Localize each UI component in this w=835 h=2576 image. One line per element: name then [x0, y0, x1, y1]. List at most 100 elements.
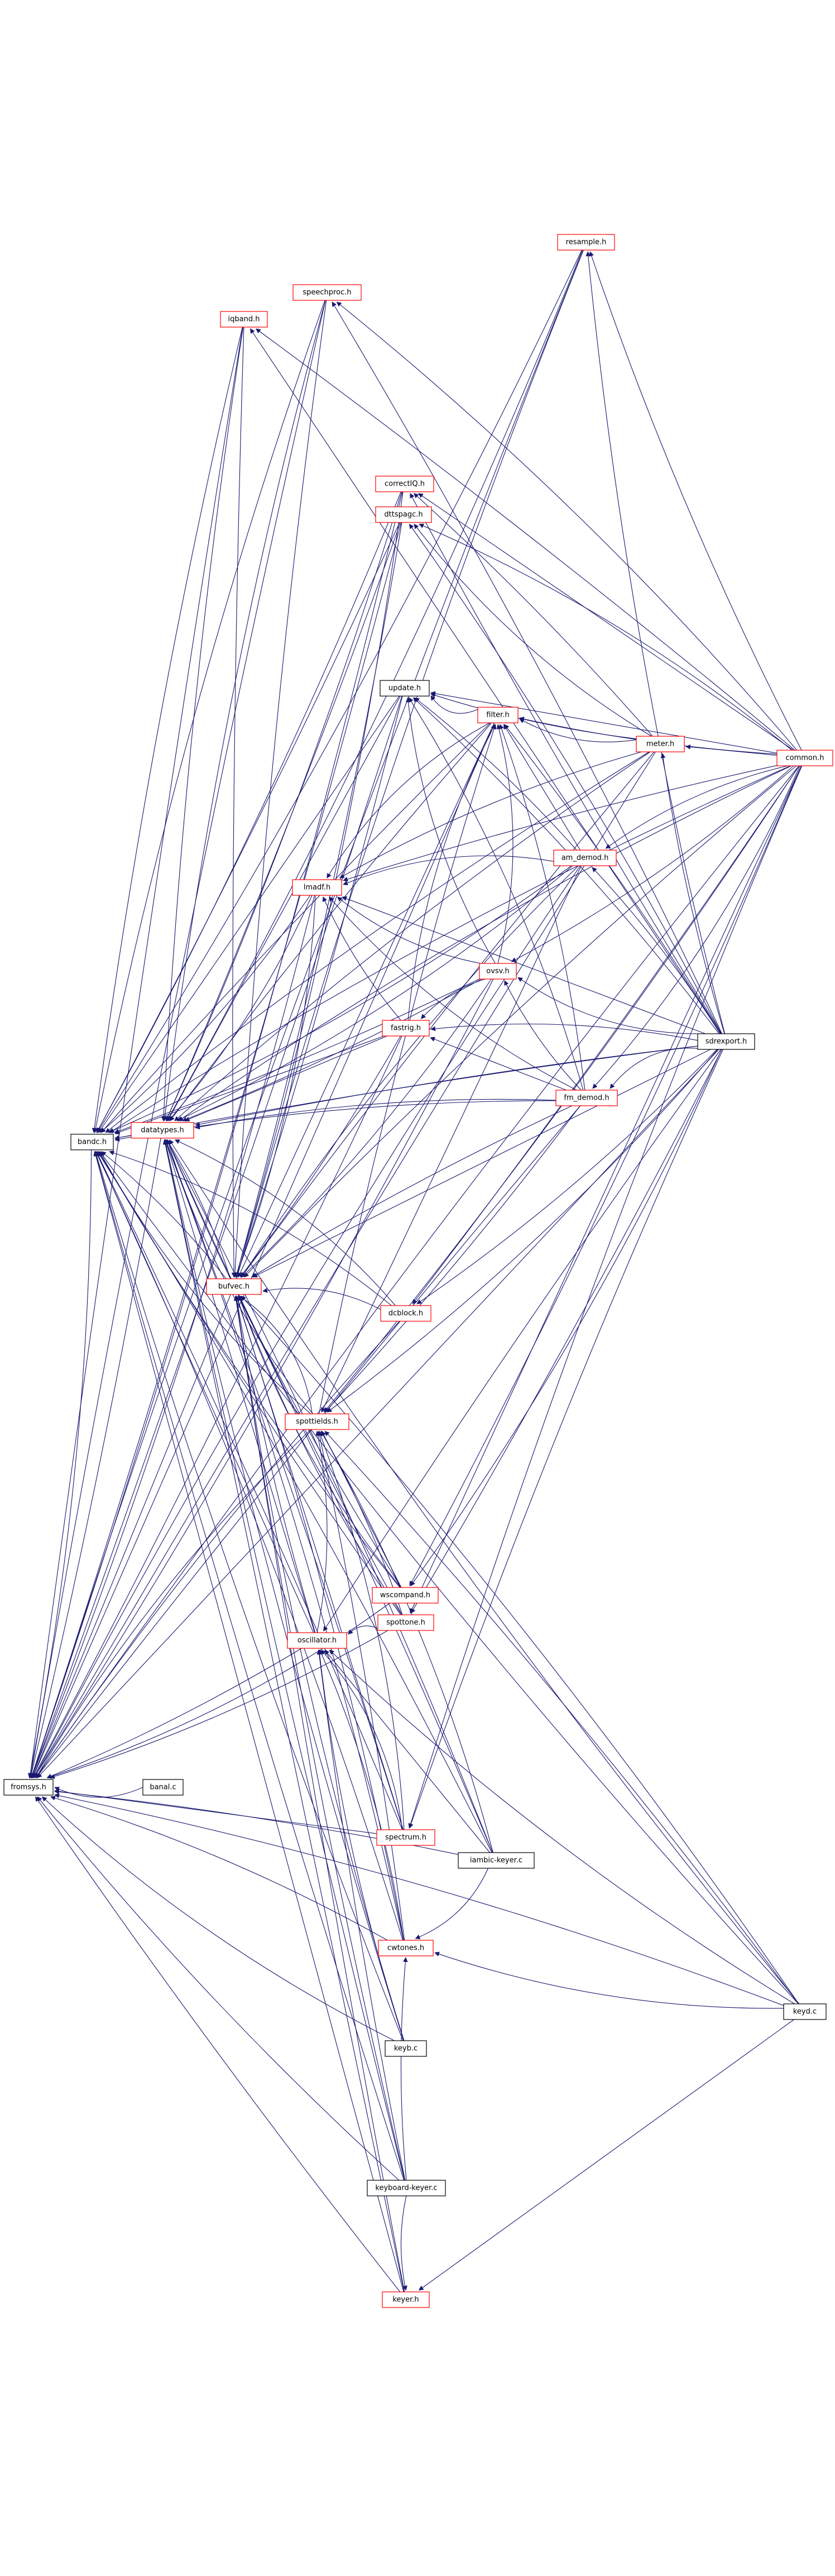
edge-spectrum-to-oscillator [321, 1649, 403, 1830]
edge-ovsv-to-lmadf [337, 896, 481, 964]
node-cwtones[interactable]: cwtones.h [378, 1940, 434, 1956]
edge-fastrig-to-datatypes [184, 1035, 387, 1121]
edge-update-to-fromsys [31, 695, 402, 1778]
node-datatypes[interactable]: datatypes.h [131, 1122, 194, 1139]
edge-sdrexport-to-speechproc [332, 301, 722, 1034]
edge-fastrig-to-fromsys [33, 1035, 402, 1778]
edge-spottields-to-bandc [99, 1151, 311, 1414]
edge-spottone-to-datatypes [166, 1139, 402, 1615]
node-label-datatypes: datatypes.h [141, 1126, 184, 1135]
edge-bufvec-to-bandc [101, 1151, 227, 1279]
edge-sdrexport-to-spottone [410, 1049, 722, 1614]
edge-amdemod-to-fromsys [33, 865, 581, 1778]
edge-lmadf-to-bandc [100, 895, 311, 1133]
node-label-iqband: iqband.h [228, 315, 260, 324]
node-label-correctiq: correctIQ.h [385, 480, 425, 488]
node-sdrexport: sdrexport.h [697, 1033, 755, 1050]
edge-fastrig-to-lmadf [322, 896, 401, 1021]
edge-fmdemod-to-spottields [324, 1105, 580, 1413]
nodes-layer: fromsys.hbandc.hbanal.cdatatypes.hbufvec… [3, 234, 833, 2308]
node-label-dttspagc: dttspagc.h [384, 511, 423, 519]
node-spectrum[interactable]: spectrum.h [376, 1829, 435, 1846]
edge-update-to-bufvec [236, 695, 403, 1278]
node-resample[interactable]: resample.h [557, 234, 615, 251]
node-label-bufvec: bufvec.h [218, 1283, 249, 1291]
edge-keydc-to-datatypes [169, 1139, 800, 2004]
edge-keyboardkeyer-to-oscillator [316, 1649, 406, 2181]
edge-keyer-to-bandc [93, 1151, 404, 2292]
node-speechproc[interactable]: speechproc.h [292, 284, 362, 301]
edge-spottone-to-fromsys [50, 1630, 388, 1779]
edge-fmdemod-to-datatypes [195, 1098, 556, 1130]
edge-common-to-datatypes [178, 765, 792, 1121]
node-box-bandc [70, 1134, 114, 1150]
edge-cwtones-to-spottields [317, 1431, 405, 1941]
node-keyboardkeyer: keyboard-keyer.c [367, 2180, 446, 2196]
edge-keyboardkeyer-to-cwtones [400, 1957, 408, 2181]
node-oscillator[interactable]: oscillator.h [287, 1632, 347, 1649]
node-box-cwtones [378, 1940, 434, 1956]
node-dttspagc[interactable]: dttspagc.h [375, 506, 432, 523]
node-filter[interactable]: filter.h [477, 707, 519, 723]
node-correctiq[interactable]: correctIQ.h [375, 476, 434, 492]
node-bufvec[interactable]: bufvec.h [206, 1278, 262, 1295]
node-label-keyboardkeyer: keyboard-keyer.c [375, 2184, 437, 2193]
edge-correctiq-to-bandc [96, 491, 401, 1133]
edge-ovsv-to-update [406, 697, 496, 964]
node-keyer[interactable]: keyer.h [382, 2291, 430, 2308]
edge-cwtones-to-bandc [95, 1151, 404, 1941]
node-lmadf[interactable]: lmadf.h [292, 879, 342, 896]
edge-iambickeyer-to-bufvec [238, 1296, 493, 1853]
node-fastrig[interactable]: fastrig.h [382, 1020, 430, 1037]
node-ovsv[interactable]: ovsv.h [479, 963, 517, 980]
node-box-keyer [382, 2291, 430, 2308]
node-box-keybc [385, 2040, 427, 2057]
edge-fastrig-to-bandc [114, 1035, 385, 1135]
node-label-filter: filter.h [486, 711, 509, 719]
edge-amdemod-to-filter [503, 724, 580, 851]
edge-common-to-update [430, 691, 778, 754]
edge-keyboardkeyer-to-fromsys [37, 1796, 400, 2181]
node-box-meter [636, 736, 685, 752]
edge-keydc-to-oscillator [329, 1649, 795, 2004]
node-box-common [776, 750, 833, 766]
edge-spottields-to-bufvec [239, 1296, 313, 1414]
node-spottone[interactable]: spottone.h [377, 1614, 434, 1631]
node-meter[interactable]: meter.h [636, 736, 685, 752]
edge-fmdemod-to-filter [499, 724, 586, 1091]
node-label-bandlc: banal.c [150, 1783, 176, 1792]
node-box-fastrig [382, 1020, 430, 1037]
edge-dcblock-to-datatypes [174, 1139, 396, 1306]
node-keydc: keyd.c [783, 2003, 827, 2020]
node-spottields[interactable]: spottields.h [285, 1413, 349, 1430]
edge-fastrig-to-filter [407, 724, 496, 1021]
edge-dcblock-to-bandc [109, 1150, 392, 1306]
edge-speechproc-to-datatypes [162, 300, 326, 1121]
node-fromsys: fromsys.h [3, 1779, 54, 1796]
edge-meter-to-lmadf [339, 751, 642, 879]
edge-common-to-fromsys [35, 765, 799, 1778]
node-box-update [380, 680, 430, 697]
node-fmdemod[interactable]: fm_demod.h [555, 1090, 618, 1106]
node-bandlc: banal.c [142, 1779, 184, 1796]
node-amdemod[interactable]: am_demod.h [553, 850, 617, 866]
node-label-resample: resample.h [566, 238, 607, 247]
edge-bufvec-to-fromsys [31, 1294, 231, 1778]
node-label-update: update.h [388, 684, 421, 693]
edge-ovsv-to-bufvec [241, 978, 492, 1278]
edge-cwtones-to-datatypes [164, 1139, 404, 1941]
edge-iqband-to-bufvec [231, 327, 244, 1278]
node-wscompand[interactable]: wscompand.h [372, 1587, 439, 1604]
edge-wscompand-to-datatypes [166, 1139, 402, 1588]
node-dcblock[interactable]: dcblock.h [380, 1305, 431, 1322]
edge-sdrexport-to-wscompand [410, 1049, 722, 1586]
edge-bandlc-to-fromsys [54, 1787, 143, 1798]
edge-oscillator-to-fromsys [46, 1648, 302, 1778]
node-iqband[interactable]: iqband.h [220, 311, 268, 328]
edge-update-to-bandc [98, 695, 400, 1133]
edge-speechproc-to-bandc [93, 300, 325, 1133]
node-common[interactable]: common.h [776, 750, 833, 766]
node-keybc: keyb.c [385, 2040, 427, 2057]
node-box-lmadf [292, 879, 342, 896]
